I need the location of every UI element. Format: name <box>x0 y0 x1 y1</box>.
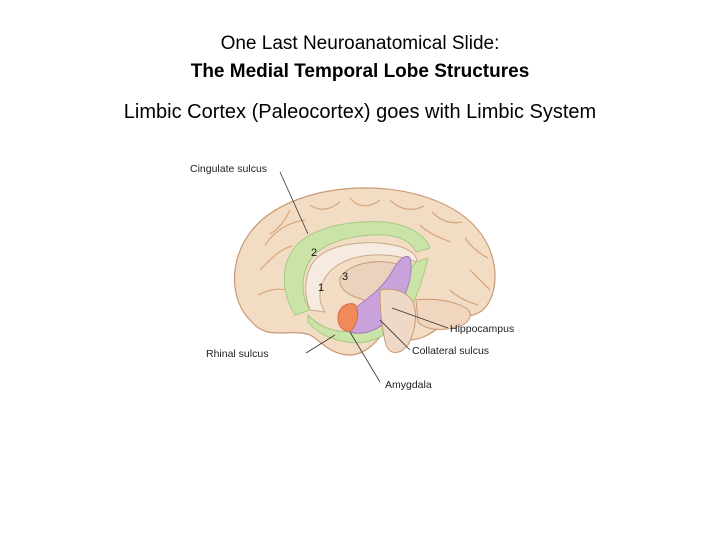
number-1: 1 <box>318 282 324 294</box>
limbic-cingulate-band <box>283 221 431 316</box>
number-3: 3 <box>342 271 348 283</box>
title-line-2: The Medial Temporal Lobe Structures <box>190 61 530 82</box>
slide-title: One Last Neuroanatomical Slide: The Medi… <box>0 30 720 86</box>
amygdala-shape <box>337 303 359 332</box>
brain-medial-view-figure: Cingulate sulcus Hippocampus Rhinal sulc… <box>180 150 540 400</box>
label-hippocampus: Hippocampus <box>450 323 514 335</box>
number-2: 2 <box>311 247 317 259</box>
label-cingulate-sulcus: Cingulate sulcus <box>190 163 267 175</box>
label-rhinal-sulcus: Rhinal sulcus <box>206 348 268 360</box>
label-amygdala: Amygdala <box>385 379 432 391</box>
cerebellum <box>415 298 471 330</box>
title-line-1: One Last Neuroanatomical Slide: <box>220 33 500 54</box>
gyri-lines <box>257 197 491 306</box>
slide-subtitle: Limbic Cortex (Paleocortex) goes with Li… <box>123 101 597 123</box>
label-collateral-sulcus: Collateral sulcus <box>412 345 489 357</box>
leader-lines <box>279 171 449 383</box>
brainstem <box>379 288 416 353</box>
brain-diagram: Cingulate sulcus Hippocampus Rhinal sulc… <box>190 163 514 391</box>
